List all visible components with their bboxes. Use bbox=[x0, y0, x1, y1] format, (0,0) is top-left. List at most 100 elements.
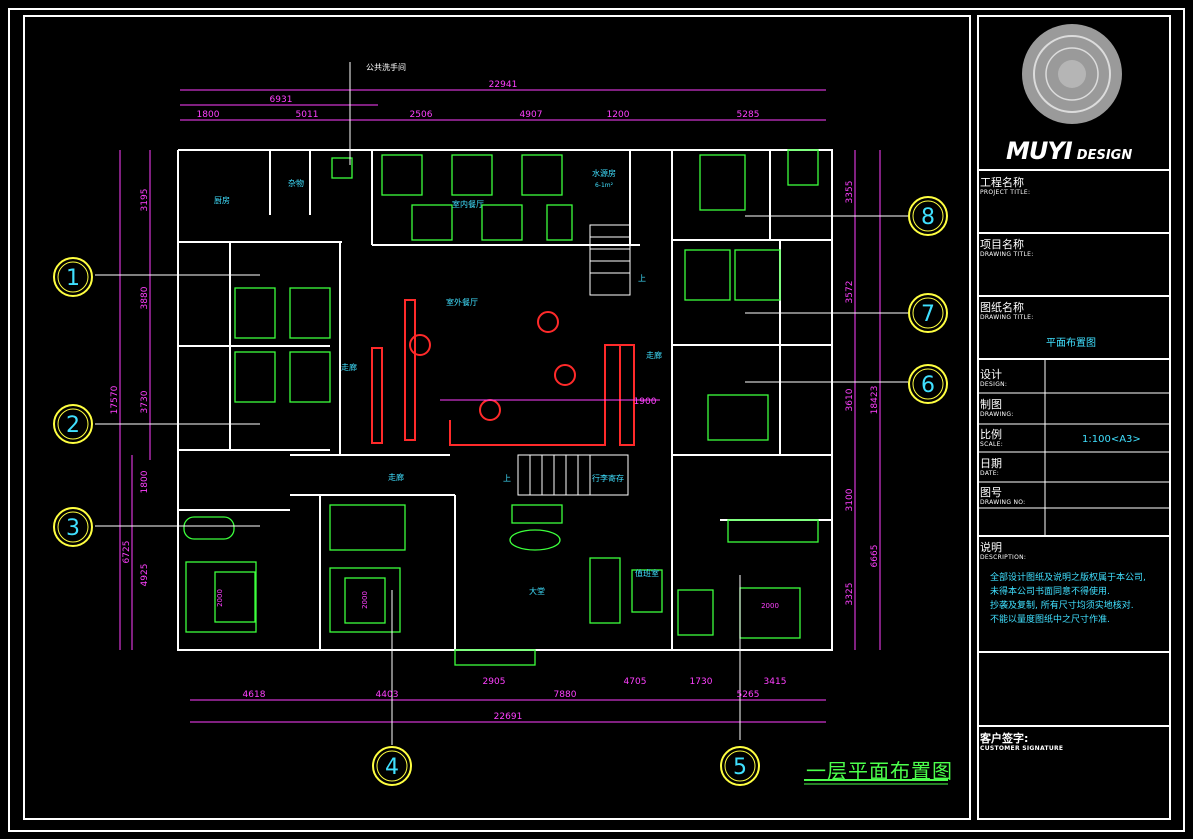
dim-right-b: 3572 bbox=[845, 281, 855, 304]
public-toilet-label: 公共洗手间 bbox=[366, 62, 406, 72]
date-field: 日期 DATE: bbox=[980, 457, 1166, 477]
description-line: 不能以量度图纸中之尺寸作准. bbox=[990, 615, 1110, 625]
item-title-zh: 项目名称 bbox=[980, 238, 1024, 251]
scale-value: 1:100<A3> bbox=[1082, 434, 1141, 445]
dim-right-a: 3355 bbox=[845, 181, 855, 204]
marker-label-8: 8 bbox=[921, 205, 935, 230]
dim-top-b1: 1800 bbox=[197, 110, 220, 120]
description-field: 说明 DESCRIPTION: bbox=[980, 541, 1166, 561]
dim-bottom-a: 4618 bbox=[243, 690, 266, 700]
dim-top-e: 1200 bbox=[607, 110, 630, 120]
room-corridor-right: 走廊 bbox=[646, 350, 662, 360]
dim-bottom-d: 7880 bbox=[554, 690, 577, 700]
room-office: 值班室 bbox=[635, 568, 659, 578]
bed-label-2: 2000 bbox=[361, 591, 369, 609]
sheet-title: 一层平面布置图 bbox=[806, 759, 953, 783]
drawing-no-field: 图号 DRAWING NO: bbox=[980, 486, 1166, 506]
description-line: 未得本公司书面同意不得使用. bbox=[990, 587, 1110, 597]
description-zh: 说明 bbox=[980, 541, 1002, 554]
design-field: 设计 DESIGN: bbox=[980, 368, 1166, 388]
dim-left-c: 3730 bbox=[140, 390, 150, 413]
dim-top-a: 6931 bbox=[270, 95, 293, 105]
marker-label-5: 5 bbox=[733, 755, 747, 780]
dimension-lines bbox=[119, 89, 881, 723]
drawing-no-en: DRAWING NO: bbox=[980, 499, 1026, 506]
room-corridor-left: 走廊 bbox=[341, 362, 357, 372]
project-title-zh: 工程名称 bbox=[980, 176, 1024, 189]
logo-seal bbox=[1022, 24, 1122, 124]
room-indoor-dining: 室内餐厅 bbox=[452, 199, 484, 209]
date-zh: 日期 bbox=[980, 457, 1002, 470]
brand-sub: DESIGN bbox=[1076, 148, 1133, 163]
outdoor-dining-accents bbox=[371, 299, 635, 446]
scale-zh: 比例 bbox=[980, 428, 1002, 441]
dim-left-b: 3880 bbox=[140, 286, 150, 309]
dim-top-d: 4907 bbox=[520, 110, 543, 120]
room-lobby: 大堂 bbox=[529, 586, 545, 596]
section-marker-8 bbox=[908, 196, 948, 236]
marker-label-1: 1 bbox=[66, 266, 80, 291]
drawing-title-field: 图纸名称 DRAWING TITLE: bbox=[980, 301, 1166, 321]
date-en: DATE: bbox=[980, 470, 1000, 477]
section-marker-6 bbox=[908, 364, 948, 404]
drawing-title-value: 平面布置图 bbox=[1046, 338, 1096, 349]
room-kitchen: 厨房 bbox=[214, 195, 230, 205]
description-line: 抄袭及复制, 所有尺寸均须实地核对. bbox=[990, 601, 1134, 611]
dim-bottom-b: 4403 bbox=[376, 690, 399, 700]
signature-zh: 客户签字: bbox=[980, 732, 1029, 745]
marker-label-7: 7 bbox=[921, 302, 935, 327]
room-corridor-center: 走廊 bbox=[388, 472, 404, 482]
dim-left-total2: 6725 bbox=[122, 541, 132, 564]
dim-inner: 1900 bbox=[634, 397, 657, 407]
design-en: DESIGN: bbox=[980, 381, 1008, 388]
project-title-field: 工程名称 PROJECT TITLE: bbox=[980, 176, 1166, 196]
section-marker-3 bbox=[53, 507, 93, 547]
dim-bottom-f: 1730 bbox=[690, 677, 713, 687]
furniture-layout bbox=[183, 149, 819, 666]
dim-bottom-g: 3415 bbox=[764, 677, 787, 687]
marker-label-4: 4 bbox=[385, 755, 399, 780]
drawing-title-zh: 图纸名称 bbox=[980, 301, 1024, 314]
staircase bbox=[517, 224, 631, 496]
room-water-bar: 水源房 bbox=[592, 168, 616, 178]
dim-top-f: 5285 bbox=[737, 110, 760, 120]
marker-label-2: 2 bbox=[66, 413, 80, 438]
description-en: DESCRIPTION: bbox=[980, 554, 1027, 561]
description-text: 全部设计图纸及说明之版权属于本公司, 未得本公司书面同意不得使用. 抄袭及复制,… bbox=[990, 571, 1162, 627]
dim-left-total1: 17570 bbox=[110, 385, 120, 414]
section-marker-1 bbox=[53, 257, 93, 297]
marker-label-3: 3 bbox=[66, 516, 80, 541]
stair-up-2: 上 bbox=[503, 474, 511, 483]
section-leaders bbox=[95, 62, 908, 745]
dim-left-d: 1800 bbox=[140, 470, 150, 493]
dim-right-f: 6665 bbox=[870, 545, 880, 568]
drawing-no-zh: 图号 bbox=[980, 486, 1002, 499]
scale-en: SCALE: bbox=[980, 441, 1004, 448]
dim-top-c: 2506 bbox=[410, 110, 433, 120]
dim-left-a: 3195 bbox=[140, 189, 150, 212]
section-marker-2 bbox=[53, 404, 93, 444]
scale-field: 比例 SCALE: bbox=[980, 428, 1166, 448]
brand-main: MUYI bbox=[1006, 137, 1073, 165]
section-marker-5 bbox=[720, 746, 760, 786]
room-storage: 杂物 bbox=[288, 178, 304, 188]
dim-bottom-c: 2905 bbox=[483, 677, 506, 687]
draw-en: DRAWING: bbox=[980, 411, 1014, 418]
dim-right-total: 18423 bbox=[870, 386, 880, 415]
brand-logo: MUYI DESIGN bbox=[1006, 137, 1132, 165]
description-line: 全部设计图纸及说明之版权属于本公司, bbox=[990, 573, 1146, 583]
marker-label-6: 6 bbox=[921, 373, 935, 398]
dim-right-e: 3325 bbox=[845, 583, 855, 606]
room-outdoor-dining: 室外餐厅 bbox=[446, 297, 478, 307]
section-marker-7 bbox=[908, 293, 948, 333]
room-luggage: 行李寄存 bbox=[592, 473, 624, 483]
dim-bottom-h: 5265 bbox=[737, 690, 760, 700]
design-zh: 设计 bbox=[980, 368, 1002, 381]
project-title-en: PROJECT TITLE: bbox=[980, 189, 1031, 196]
customer-signature-field: 客户签字: CUSTOMER SIGNATURE bbox=[980, 732, 1166, 752]
dim-bottom-e: 4705 bbox=[624, 677, 647, 687]
dim-right-c: 3610 bbox=[845, 388, 855, 411]
stair-up-1: 上 bbox=[638, 274, 646, 283]
outer-walls bbox=[177, 149, 833, 651]
dim-right-d: 3100 bbox=[845, 488, 855, 511]
